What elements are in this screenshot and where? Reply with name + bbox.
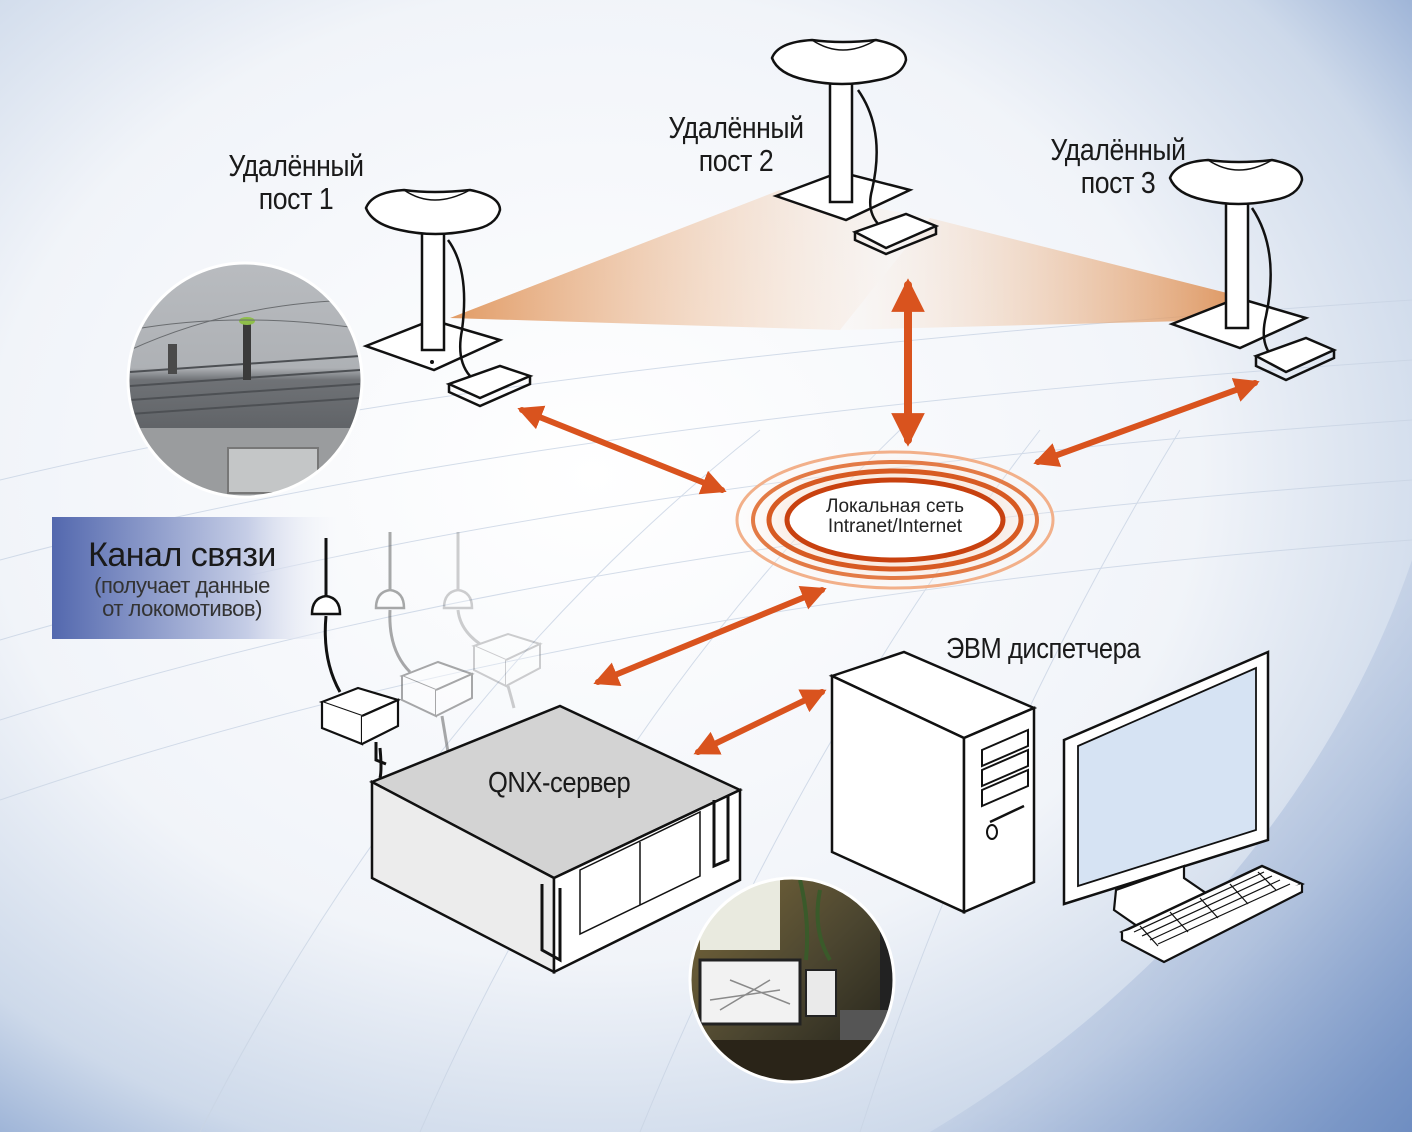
post-2-label-line2: пост 2 — [698, 142, 774, 178]
gnss-antenna-icon — [770, 38, 940, 256]
network-label-line2: Intranet/Internet — [827, 515, 963, 537]
arrow-post1-network — [517, 405, 727, 495]
photo-roof-antenna — [126, 261, 364, 499]
gnss-post-1 — [362, 188, 534, 408]
network-label: Локальная сеть Intranet/Internet — [800, 497, 990, 537]
background-corner — [930, 560, 1412, 1132]
gnss-post-3 — [1168, 158, 1338, 382]
arrow-server-workstation — [693, 689, 827, 755]
post-2-label-line1: Удалённый — [668, 110, 804, 145]
channel-subtitle-line1: (получает данные — [94, 572, 270, 598]
workstation-label: ЭВМ диспетчера — [946, 633, 1141, 665]
post-3-label: Удалённый пост 3 — [1032, 132, 1204, 200]
server-icon — [369, 704, 743, 975]
post-3-label-line1: Удалённый — [1050, 132, 1186, 167]
radio-antenna-3 — [442, 532, 543, 709]
keyboard-icon — [1119, 864, 1305, 964]
channel-subtitle-line2: от локомотивов) — [102, 595, 262, 621]
photo-dispatcher-office — [688, 876, 896, 1084]
modem-icon — [318, 686, 402, 766]
radio-antenna-icon — [442, 532, 481, 646]
radio-antenna-icon — [310, 538, 342, 693]
gnss-post-2 — [770, 38, 940, 256]
post-2-label: Удалённый пост 2 — [650, 110, 822, 178]
post-1-label: Удалённый пост 1 — [210, 148, 382, 216]
arrow-post3-network — [1033, 378, 1260, 467]
network-label-line1: Локальная сеть — [826, 496, 964, 517]
network-hub — [725, 442, 1065, 598]
arrow-network-server — [593, 586, 827, 686]
gnss-antenna-icon — [1168, 158, 1338, 382]
channel-title: Канал связи — [88, 536, 276, 574]
channel-label: Канал связи (получает данные от локомоти… — [62, 536, 302, 621]
server-label: QNX-сервер — [488, 767, 631, 799]
modem-icon — [399, 660, 475, 718]
link-arrows — [517, 278, 1260, 755]
radio-antenna-icon — [374, 532, 412, 674]
gnss-antenna-icon — [362, 188, 534, 408]
coverage-fan — [450, 190, 1235, 330]
post-1-label-line2: пост 1 — [258, 180, 334, 216]
pc-tower-icon — [828, 650, 1038, 914]
post-3-label-line2: пост 3 — [1080, 164, 1156, 200]
post-1-label-line1: Удалённый — [228, 148, 364, 183]
monitor-icon — [1062, 650, 1270, 930]
radio-antenna-2 — [374, 532, 475, 753]
radio-antenna-1 — [310, 538, 402, 779]
modem-icon — [471, 632, 543, 688]
channel-banner — [52, 517, 352, 639]
